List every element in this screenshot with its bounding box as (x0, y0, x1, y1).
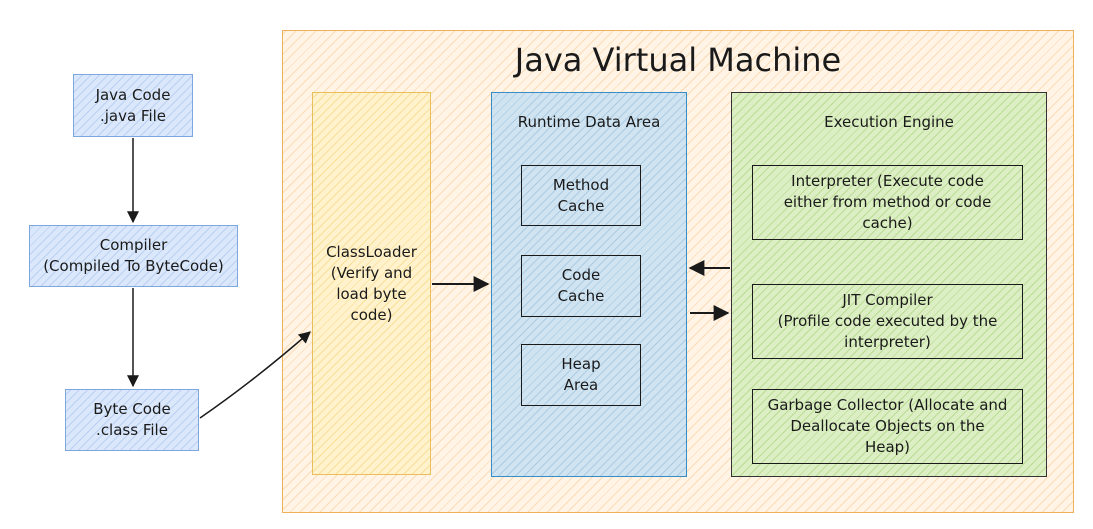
execution-engine-title: Execution Engine (824, 113, 954, 131)
garbage-collector-box: Garbage Collector (Allocate and Dealloca… (752, 389, 1023, 464)
jvm-title: Java Virtual Machine (514, 41, 842, 79)
classloader-label: ClassLoader (Verify and load byte code) (326, 242, 417, 324)
heap-area-box: Heap Area (521, 344, 641, 406)
method-cache-box: Method Cache (521, 165, 641, 226)
java-code-box: Java Code .java File (73, 74, 193, 137)
runtime-data-area-panel (491, 92, 687, 477)
classloader-panel (312, 92, 431, 475)
runtime-data-area-title: Runtime Data Area (517, 113, 661, 131)
byte-code-box: Byte Code .class File (65, 389, 199, 451)
interpreter-box: Interpreter (Execute code either from me… (752, 165, 1023, 240)
code-cache-box: Code Cache (521, 255, 641, 317)
compiler-box: Compiler (Compiled To ByteCode) (29, 225, 238, 287)
jit-compiler-box: JIT Compiler (Profile code executed by t… (752, 284, 1023, 359)
